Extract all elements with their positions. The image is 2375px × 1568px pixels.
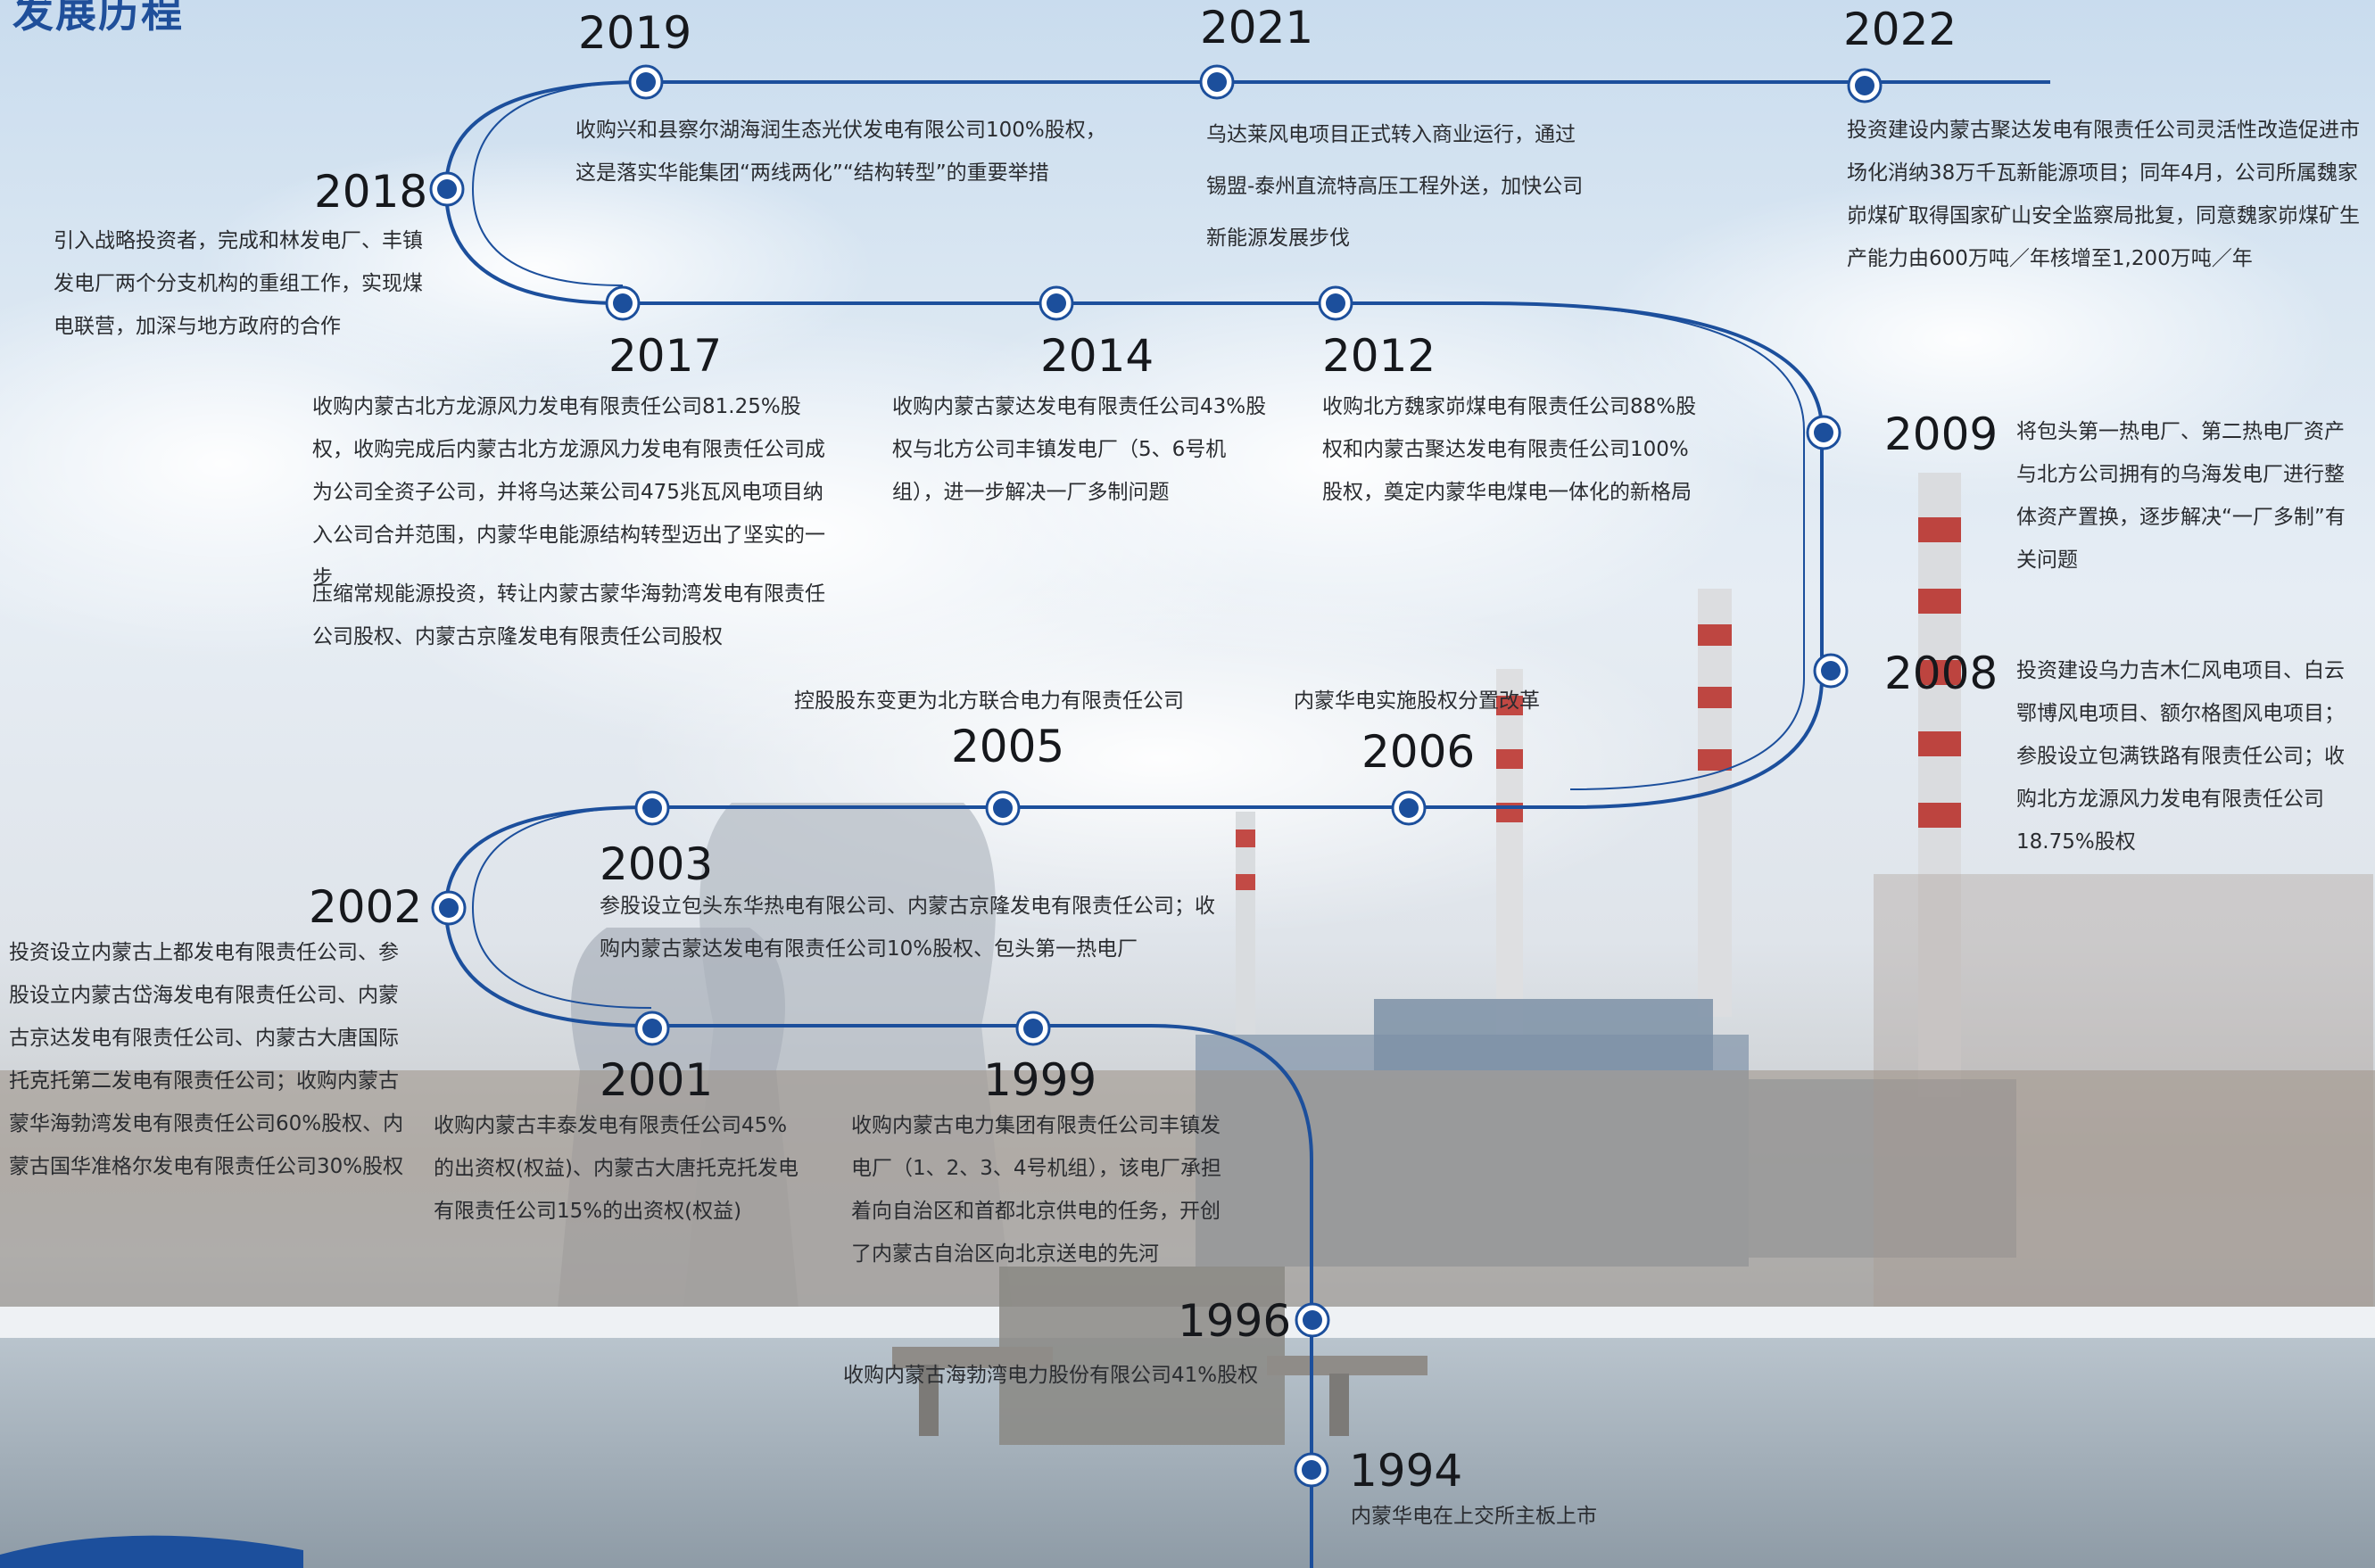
year-2014: 2014 bbox=[1040, 330, 1154, 382]
year-2021: 2021 bbox=[1200, 2, 1314, 54]
timeline-nodes bbox=[429, 64, 1883, 1488]
event-2019-text: 收购兴和县察尔湖海润生态光伏发电有限公司100%股权，这是落实华能集团“两线两化… bbox=[575, 119, 1106, 185]
year-2006: 2006 bbox=[1361, 726, 1476, 778]
year-2017: 2017 bbox=[608, 330, 723, 382]
event-2003-text: 参股设立包头东华热电有限公司、内蒙古京隆发电有限责任公司；收购内蒙古蒙达发电有限… bbox=[600, 895, 1215, 961]
year-2002: 2002 bbox=[309, 881, 423, 933]
year-2001: 2001 bbox=[600, 1054, 714, 1106]
year-2012: 2012 bbox=[1322, 330, 1436, 382]
event-2005-text: 控股股东变更为北方联合电力有限责任公司 bbox=[794, 689, 1184, 713]
event-2008-text: 投资建设乌力吉木仁风电项目、白云鄂博风电项目、额尔格图风电项目；参股设立包满铁路… bbox=[2016, 659, 2345, 854]
bottom-wave-decoration bbox=[0, 1535, 303, 1568]
year-2018: 2018 bbox=[314, 166, 428, 218]
year-2019: 2019 bbox=[578, 7, 692, 59]
event-2006-text: 内蒙华电实施股权分置改革 bbox=[1294, 689, 1540, 713]
page-title: 发展历程 bbox=[12, 0, 184, 37]
event-2017-text: 收购内蒙古北方龙源风力发电有限责任公司81.25%股权，收购完成后内蒙古北方龙源… bbox=[312, 395, 825, 590]
event-2022-text: 投资建设内蒙古聚达发电有限责任公司灵活性改造促进市场化消纳38万千瓦新能源项目；… bbox=[1847, 119, 2360, 270]
year-2022: 2022 bbox=[1843, 4, 1957, 55]
year-2005: 2005 bbox=[951, 721, 1065, 772]
year-2009: 2009 bbox=[1884, 409, 1998, 460]
event-2018-text: 引入战略投资者，完成和林发电厂、丰镇发电厂两个分支机构的重组工作，实现煤电联营，… bbox=[54, 229, 423, 338]
year-2008: 2008 bbox=[1884, 648, 1998, 699]
event-2014-text: 收购内蒙古蒙达发电有限责任公司43%股权与北方公司丰镇发电厂（5、6号机组），进… bbox=[892, 395, 1267, 504]
year-2003: 2003 bbox=[600, 838, 714, 890]
year-1996: 1996 bbox=[1178, 1295, 1292, 1347]
event-2021-text: 乌达莱风电项目正式转入商业运行，通过锡盟-泰州直流特高压工程外送，加快公司新能源… bbox=[1206, 123, 1584, 250]
event-2002-text: 投资设立内蒙古上都发电有限责任公司、参股设立内蒙古岱海发电有限责任公司、内蒙古京… bbox=[9, 941, 404, 1178]
event-1996-text: 收购内蒙古海勃湾电力股份有限公司41%股权 bbox=[843, 1364, 1259, 1387]
event-2012-text: 收购北方魏家峁煤电有限责任公司88%股权和内蒙古聚达发电有限责任公司100%股权… bbox=[1322, 395, 1697, 504]
year-1999: 1999 bbox=[983, 1054, 1097, 1106]
event-2001-text: 收购内蒙古丰泰发电有限责任公司45%的出资权(权益)、内蒙古大唐托克托发电有限责… bbox=[434, 1114, 799, 1223]
year-1994: 1994 bbox=[1349, 1445, 1463, 1497]
event-2009-text: 将包头第一热电厂、第二热电厂资产与北方公司拥有的乌海发电厂进行整体资产置换，逐步… bbox=[2016, 420, 2346, 572]
event-2017-text2: 压缩常规能源投资，转让内蒙古蒙华海勃湾发电有限责任公司股权、内蒙古京隆发电有限责… bbox=[312, 582, 825, 648]
event-1994-text: 内蒙华电在上交所主板上市 bbox=[1351, 1505, 1597, 1528]
event-1999-text: 收购内蒙古电力集团有限责任公司丰镇发电厂（1、2、3、4号机组），该电厂承担着向… bbox=[851, 1114, 1222, 1266]
